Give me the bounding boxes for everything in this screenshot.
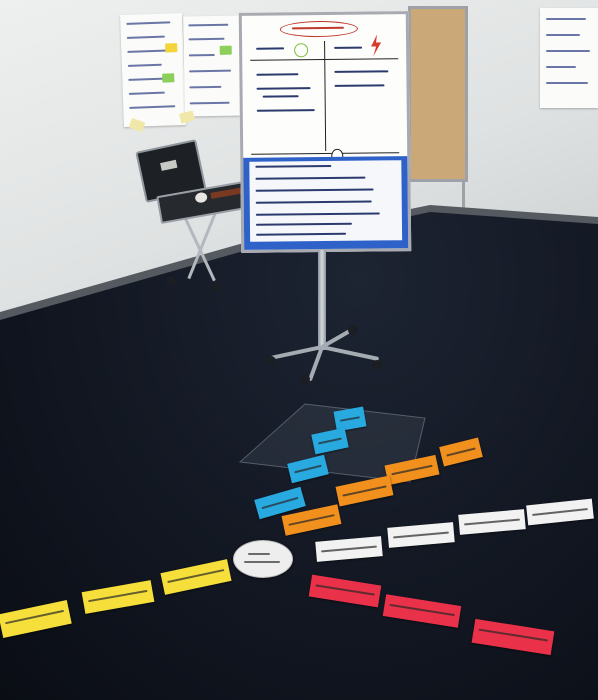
flipchart-stand: [318, 250, 326, 350]
center-disc: [233, 540, 293, 578]
flipchart-sheet: [238, 11, 412, 253]
lightning-icon: [370, 34, 382, 57]
pinboard-leg: [462, 180, 465, 228]
wall-poster-right: [540, 8, 598, 108]
